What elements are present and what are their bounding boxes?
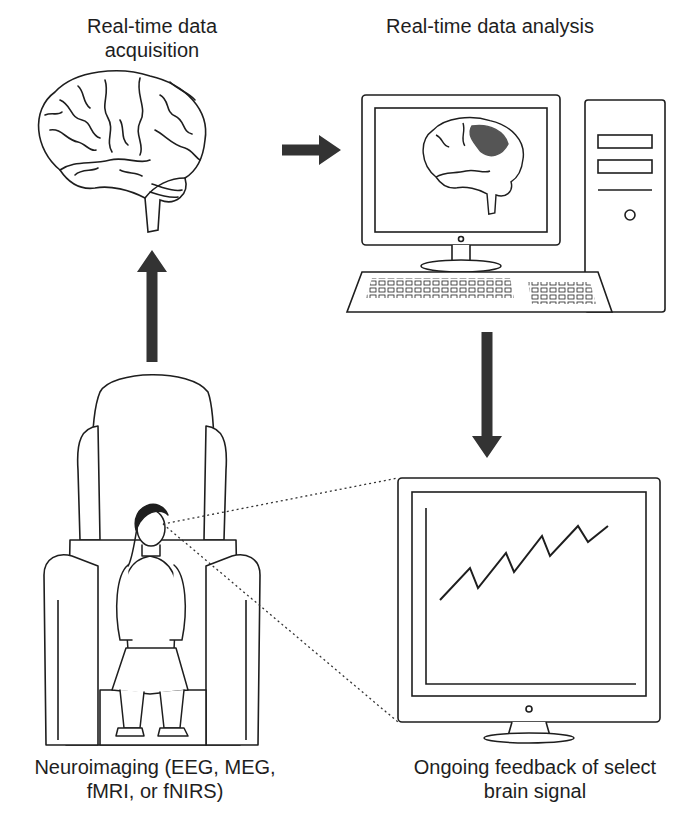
illustrated-step: Real-time data acquisition [22,8,278,240]
step-caption: Ongoing feedback of select brain signal [405,755,665,803]
monitor-drawing [398,478,660,743]
illustrated-step: Neuroimaging (EEG, MEG, fMRI, or fNIRS) [10,372,300,818]
gaze-line [163,478,398,722]
flow-arrow [137,250,167,362]
dotted-line [163,478,398,524]
flow-arrow [472,332,502,458]
brain-drawing [39,71,206,232]
step-caption: Real-time data analysis [370,14,610,38]
thick-arrow [282,135,341,165]
dotted-line [163,524,398,722]
flow-arrow [282,135,341,165]
thick-arrow [472,332,502,458]
thick-arrow [137,250,167,362]
computer-drawing [347,95,665,312]
illustrated-step: Ongoing feedback of select brain signal [390,472,675,818]
person-drawing [112,504,188,736]
step-caption: Real-time data acquisition [72,14,232,62]
chair-drawing [44,375,260,745]
illustrated-step: Real-time data analysis [345,8,670,318]
step-caption: Neuroimaging (EEG, MEG, fMRI, or fNIRS) [10,755,300,803]
